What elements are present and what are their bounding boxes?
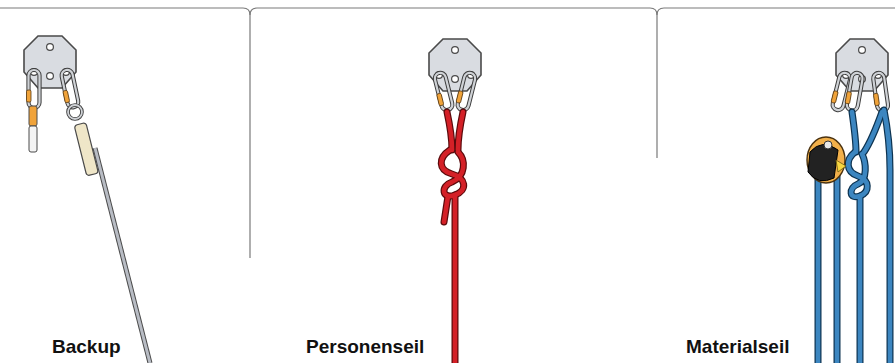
person-rope-anchor (458, 112, 463, 150)
material-rope-anchor (816, 170, 821, 363)
panel-frame (0, 8, 895, 258)
person-rope-anchor (447, 112, 452, 150)
backup-anchor (68, 105, 82, 119)
person-rope-anchor (441, 150, 463, 196)
material-rope-anchor (884, 110, 890, 363)
material-rope-anchor (807, 137, 845, 183)
person-rope-anchor (447, 112, 452, 150)
person-rope-anchor (452, 195, 459, 363)
material-rope-anchor (835, 170, 840, 363)
backup-anchor (27, 70, 40, 108)
material-rope-anchor (818, 110, 890, 363)
backup-anchor (59, 69, 80, 109)
panel-frame (250, 8, 657, 158)
person-rope-anchor (453, 195, 458, 363)
material-rope-anchor (824, 141, 832, 149)
person-rope-anchor (444, 196, 448, 222)
person-rope-anchor (432, 72, 454, 112)
material-rope-anchor (834, 170, 841, 363)
panel-label: Materialseil (686, 336, 790, 358)
person-rope-anchor (429, 39, 481, 363)
material-rope-anchor (848, 152, 867, 197)
material-rope-anchor (818, 110, 890, 363)
panel-label: Backup (52, 336, 121, 358)
person-rope-anchor (441, 112, 463, 363)
person-rope-anchor (441, 112, 463, 363)
material-rope-anchor (836, 160, 846, 172)
backup-anchor (95, 148, 150, 363)
material-rope-anchor (852, 112, 856, 152)
backup-anchor (29, 126, 37, 152)
material-rope-anchor (844, 72, 863, 112)
material-rope-anchor (807, 39, 890, 363)
material-rope-anchor (848, 152, 867, 197)
backup-anchor (74, 123, 98, 176)
person-rope-anchor (441, 150, 463, 196)
material-rope-anchor (884, 110, 890, 363)
panel-label: Personenseil (306, 336, 424, 358)
material-rope-anchor (871, 72, 889, 111)
material-rope-anchor (864, 112, 882, 152)
material-rope-anchor (864, 112, 882, 152)
material-rope-anchor (858, 196, 863, 363)
person-rope-anchor (455, 71, 477, 111)
material-rope-anchor (815, 170, 822, 363)
backup-anchor (68, 105, 82, 119)
backup-anchor (24, 36, 150, 363)
backup-anchor (95, 148, 150, 363)
backup-anchor (24, 36, 76, 88)
panel-frame (0, 8, 250, 258)
material-rope-anchor (852, 112, 856, 152)
material-rope-anchor (857, 196, 864, 363)
person-rope-anchor (458, 112, 463, 150)
material-rope-anchor (818, 110, 890, 363)
backup-anchor (29, 106, 37, 126)
panel-frame (657, 8, 895, 15)
person-rope-anchor (441, 112, 463, 363)
person-rope-anchor (444, 196, 448, 222)
material-rope-anchor (808, 144, 838, 180)
